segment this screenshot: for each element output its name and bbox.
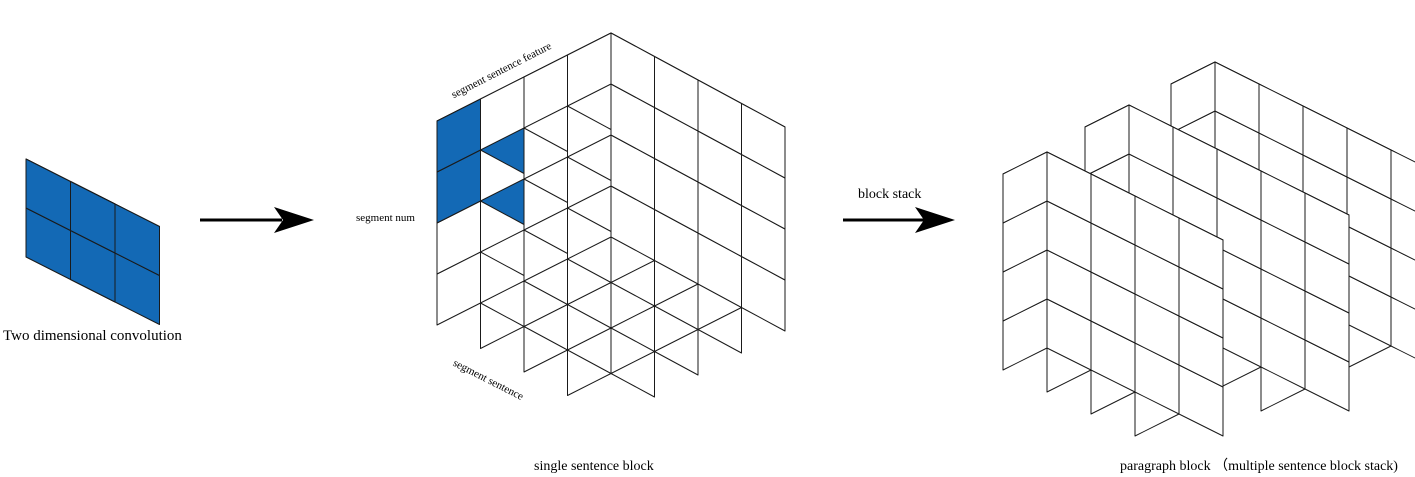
arrow-block-stack (843, 207, 955, 233)
segment-num-label: segment num (356, 212, 415, 224)
paragraph-block (1002, 61, 1415, 437)
conv-caption: Two dimensional convolution (3, 328, 182, 344)
arrow-to-block (200, 207, 314, 233)
cube-face (1170, 61, 1216, 134)
single-sentence-block (436, 32, 786, 398)
conv-kernel-cube (25, 158, 160, 325)
block-stack-label: block stack (858, 187, 922, 202)
cube-face (567, 32, 612, 107)
paragraph-block-caption: paragraph block （multiple sentence block… (1120, 459, 1398, 474)
single-block-caption: single sentence block (534, 459, 654, 474)
cube-face (1002, 151, 1048, 224)
cube-face (25, 158, 71, 231)
cube-face (1084, 104, 1130, 177)
